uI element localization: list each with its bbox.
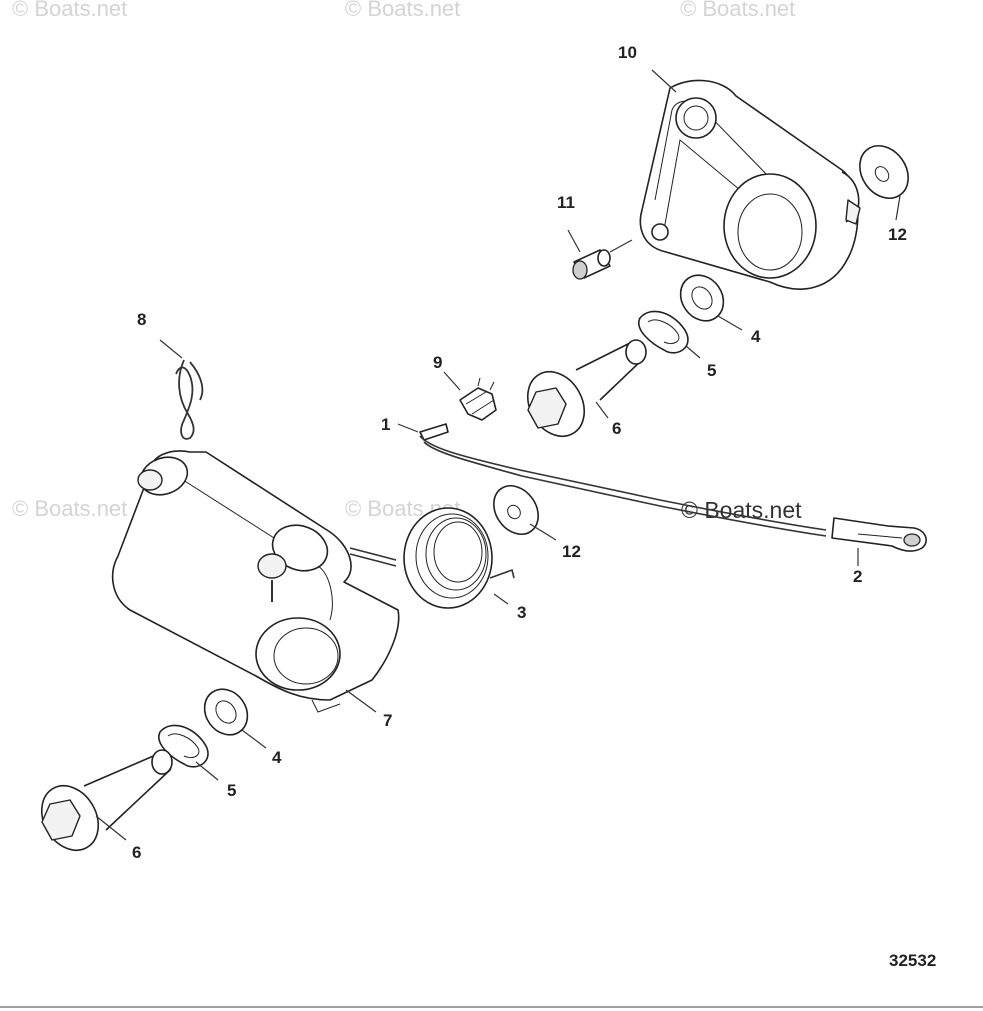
part-12-washer-upper <box>859 145 909 199</box>
leader-lines <box>95 69 901 841</box>
callout-4: 4 <box>272 748 282 767</box>
callout-3: 3 <box>517 603 526 622</box>
watermark: © Boats.net <box>681 497 802 523</box>
part-2-rod-end <box>831 517 927 552</box>
part-7-lever-housing <box>111 450 400 713</box>
callout-6: 6 <box>612 419 621 438</box>
part-1-rod <box>419 423 827 537</box>
callout-5: 5 <box>707 361 716 380</box>
callout-8: 8 <box>137 310 146 329</box>
callout-11: 11 <box>557 193 575 212</box>
watermark: © Boats.net <box>12 496 127 521</box>
part-11-bushing <box>572 249 611 280</box>
part-3-spring <box>349 507 515 609</box>
callout-12: 12 <box>562 542 581 561</box>
callout-10: 10 <box>618 43 637 62</box>
part-6-bolt-lower <box>40 749 173 851</box>
part-5-wave-washer-upper <box>638 310 689 354</box>
part-4-washer-lower <box>203 688 249 736</box>
callout-5: 5 <box>227 781 236 800</box>
callout-6: 6 <box>132 843 141 862</box>
part-12-washer-lower <box>493 485 539 535</box>
callout-2: 2 <box>853 567 862 586</box>
part-4-washer-upper <box>679 274 725 322</box>
watermark: © Boats.net <box>680 0 795 21</box>
watermark: © Boats.net <box>345 0 460 21</box>
part-8-cotter-pin <box>175 359 204 440</box>
callout-12: 12 <box>888 225 907 244</box>
figure-number: 32532 <box>889 951 936 970</box>
callout-9: 9 <box>433 353 442 372</box>
callout-1: 1 <box>381 415 390 434</box>
part-6-bolt-upper <box>526 339 647 437</box>
callout-4: 4 <box>751 327 761 346</box>
part-10-housing <box>639 79 861 290</box>
watermark: © Boats.net <box>12 0 127 21</box>
part-9-clip <box>459 377 497 421</box>
callout-7: 7 <box>383 711 392 730</box>
